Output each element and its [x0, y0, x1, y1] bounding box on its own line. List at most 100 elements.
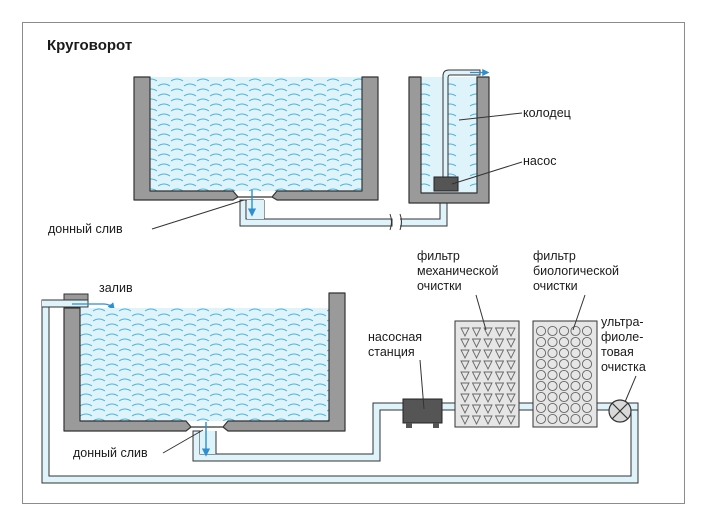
- bio-filter-media: [558, 391, 570, 403]
- mech-filter-media: [483, 415, 493, 426]
- leader-bottom-drain-top: [151, 199, 245, 230]
- top-pond-walls: [133, 76, 379, 201]
- bio-filter-media: [581, 413, 593, 425]
- bio-filter-media: [570, 380, 581, 392]
- mech-filter-media: [460, 415, 470, 426]
- bottom-pond: [63, 292, 346, 432]
- biological-filter: [532, 320, 598, 428]
- mech-filter-media: [494, 415, 505, 426]
- mech-filter-media: [471, 404, 482, 415]
- mech-filter-media: [471, 415, 482, 426]
- bio-filter-media: [547, 391, 558, 403]
- mech-filter-media: [483, 338, 493, 349]
- mech-filter-media: [483, 349, 493, 360]
- bio-filter-media: [547, 413, 558, 425]
- bio-filter-media: [570, 358, 581, 370]
- label-uv-4: очистка: [601, 360, 646, 374]
- label-uv-3: товая: [601, 345, 634, 359]
- mech-filter-media: [506, 371, 516, 382]
- bio-filter-media: [558, 325, 570, 337]
- bio-filter-media: [558, 402, 570, 414]
- bio-filter-media: [535, 336, 547, 348]
- bio-filter-media: [570, 391, 581, 403]
- mech-filter-media: [506, 327, 516, 338]
- well-walls: [408, 76, 490, 204]
- leader-well: [458, 112, 523, 121]
- mech-filter-media: [460, 404, 470, 415]
- bio-filter-media: [558, 413, 570, 425]
- mech-filter-media: [460, 360, 470, 371]
- mech-filter-media: [483, 393, 493, 404]
- bio-filter-media: [581, 325, 593, 337]
- label-mech-filter-2: механической: [417, 264, 498, 278]
- bio-filter-media: [547, 369, 558, 381]
- mech-filter-media: [471, 371, 482, 382]
- bio-filter-media: [581, 358, 593, 370]
- mech-filter-media: [494, 349, 505, 360]
- bio-filter-media: [570, 347, 581, 359]
- bio-filter-media: [535, 358, 547, 370]
- mech-filter-media: [471, 327, 482, 338]
- mech-filter-media: [460, 349, 470, 360]
- leader-pump-station: [419, 359, 425, 410]
- leader-bottom-drain-bottom: [162, 429, 204, 454]
- bio-filter-media: [570, 413, 581, 425]
- mech-filter-media: [483, 360, 493, 371]
- mech-filter-media: [471, 393, 482, 404]
- bio-filter-media: [535, 325, 547, 337]
- bio-filter-media: [547, 380, 558, 392]
- bio-filter-media: [547, 336, 558, 348]
- label-bio-filter-3: очистки: [533, 279, 578, 293]
- label-bottom-drain-top: донный слив: [48, 222, 123, 236]
- mech-filter-media: [460, 371, 470, 382]
- mech-filter-media: [494, 360, 505, 371]
- pump-station: [402, 398, 443, 428]
- mech-filter-media: [460, 382, 470, 393]
- bio-filter-media: [570, 402, 581, 414]
- bio-filter-media: [581, 402, 593, 414]
- diagram-title: Круговорот: [47, 37, 132, 54]
- bio-filter-media: [581, 391, 593, 403]
- mech-filter-media: [494, 382, 505, 393]
- mech-filter-media: [494, 404, 505, 415]
- mech-filter-media: [483, 371, 493, 382]
- bio-filter-media: [535, 391, 547, 403]
- label-inlet: залив: [99, 281, 133, 295]
- bio-filter-media: [558, 347, 570, 359]
- mech-filter-media: [494, 327, 505, 338]
- mech-filter-media: [506, 338, 516, 349]
- mech-filter-media: [483, 382, 493, 393]
- bottom-pond-walls: [63, 292, 346, 432]
- mech-filter-media: [506, 349, 516, 360]
- bio-filter-media: [535, 347, 547, 359]
- bio-filter-media: [535, 380, 547, 392]
- mech-filter-media: [471, 360, 482, 371]
- label-pump-station-2: станция: [368, 345, 415, 359]
- label-pump: насос: [523, 154, 556, 168]
- bio-filter-media: [581, 347, 593, 359]
- mech-filter-media: [506, 360, 516, 371]
- label-mech-filter-1: фильтр: [417, 249, 460, 263]
- mech-filter-media: [471, 382, 482, 393]
- leader-mech-filter: [475, 294, 487, 331]
- bio-filter-media: [558, 380, 570, 392]
- bio-filter-media: [570, 325, 581, 337]
- label-mech-filter-3: очистки: [417, 279, 462, 293]
- bio-filter-media: [558, 358, 570, 370]
- mech-filter-media: [471, 338, 482, 349]
- bio-filter-media: [581, 369, 593, 381]
- mech-filter-media: [506, 415, 516, 426]
- mech-filter-media: [506, 382, 516, 393]
- bio-filter-media: [570, 336, 581, 348]
- mech-filter-media: [506, 393, 516, 404]
- bio-filter-media: [558, 369, 570, 381]
- top-pond: [133, 76, 379, 201]
- label-uv-2: фиоле-: [601, 330, 643, 344]
- top-drain-pipe: [239, 190, 448, 231]
- mech-filter-media: [494, 338, 505, 349]
- label-pump-station-1: насосная: [368, 330, 422, 344]
- mech-filter-media: [460, 338, 470, 349]
- well: [408, 68, 490, 204]
- label-uv-1: ультра-: [601, 315, 644, 329]
